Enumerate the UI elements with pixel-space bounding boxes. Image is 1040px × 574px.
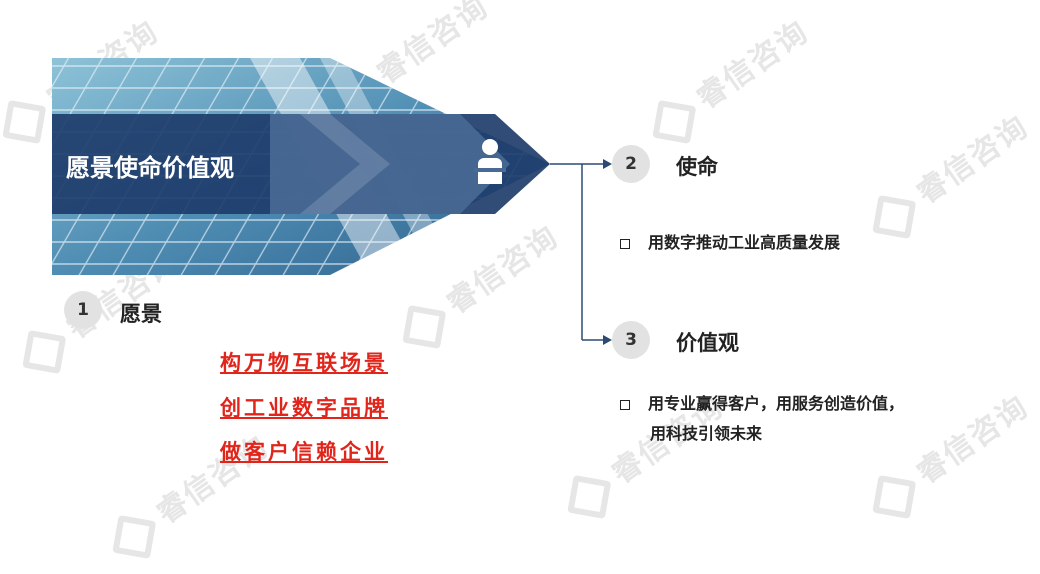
mission-bullet: 用数字推动工业高质量发展 [620,228,840,258]
values-bullet-text: 用专业赢得客户，用服务创造价值， [648,394,905,413]
vision-title: 愿景 [120,301,162,326]
square-bullet-icon [620,238,630,249]
vision-slogan: 创工业数字品牌 [220,395,388,420]
values-bullet: 用专业赢得客户，用服务创造价值， 用科技引领未来 [620,389,904,449]
mission-title: 使命 [676,154,718,179]
vision-number-badge: 1 [64,291,102,329]
connector-lines [550,159,612,345]
user-icon [474,139,506,184]
values-title: 价值观 [676,330,739,355]
square-bullet-icon [620,399,630,410]
values-bullet-text-cont: 用科技引领未来 [650,424,763,443]
values-number-badge: 3 [612,321,650,359]
vision-slogan: 构万物互联场景 [220,350,388,375]
vision-slogan: 做客户信赖企业 [220,439,388,464]
mission-bullet-text: 用数字推动工业高质量发展 [648,233,841,252]
banner-title: 愿景使命价值观 [66,153,234,182]
mission-number-badge: 2 [612,145,650,183]
banner-graphic [52,58,550,275]
